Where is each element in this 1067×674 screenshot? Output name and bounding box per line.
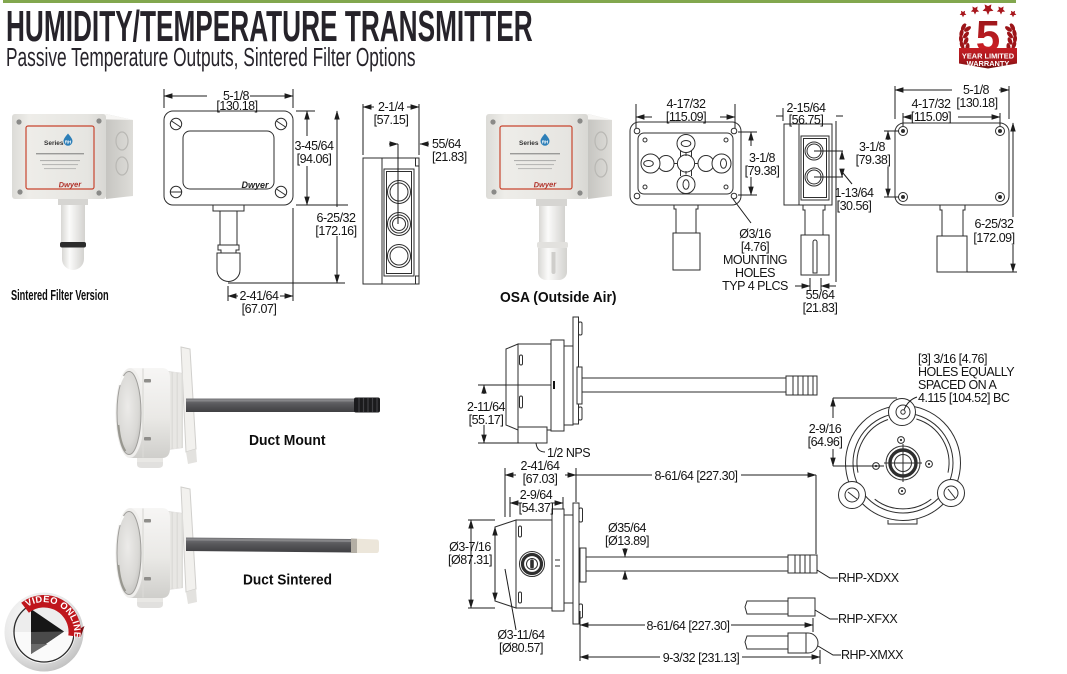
svg-text:Dwyer: Dwyer xyxy=(59,180,83,190)
svg-text:OSA (Outside Air): OSA (Outside Air) xyxy=(500,290,617,306)
svg-text:6-25/32: 6-25/32 xyxy=(975,217,1014,231)
svg-text:HUMIDITY/TEMPERATURE TRANSMITT: HUMIDITY/TEMPERATURE TRANSMITTER xyxy=(6,1,533,51)
svg-text:2-9/16: 2-9/16 xyxy=(809,422,842,436)
svg-text:2-11/64: 2-11/64 xyxy=(467,400,506,414)
svg-text:2-41/64: 2-41/64 xyxy=(240,289,279,303)
svg-text:Sintered Filter Version: Sintered Filter Version xyxy=(11,287,109,304)
svg-text:[3] 3/16 [4.76]: [3] 3/16 [4.76] xyxy=(918,352,987,366)
svg-text:HOLES EQUALLY: HOLES EQUALLY xyxy=(918,365,1015,379)
svg-text:Ø3-11/64: Ø3-11/64 xyxy=(497,628,545,642)
svg-text:Ø35/64: Ø35/64 xyxy=(608,521,647,535)
svg-text:WARRANTY: WARRANTY xyxy=(967,59,1010,68)
svg-text:55/64: 55/64 xyxy=(432,137,461,151)
svg-text:Series: Series xyxy=(519,140,539,147)
svg-text:[79.38]: [79.38] xyxy=(745,164,780,178)
svg-text:[54.37]: [54.37] xyxy=(519,501,554,515)
svg-text:4-17/32: 4-17/32 xyxy=(912,97,951,111)
svg-text:[130.18]: [130.18] xyxy=(216,99,257,113)
svg-text:Duct Mount: Duct Mount xyxy=(249,433,326,449)
svg-text:8-61/64 [227.30]: 8-61/64 [227.30] xyxy=(646,619,729,633)
svg-text:5-1/8: 5-1/8 xyxy=(223,89,250,103)
svg-text:[30.56]: [30.56] xyxy=(837,199,872,213)
svg-text:[Ø87.31]: [Ø87.31] xyxy=(448,553,492,567)
svg-text:YEAR LIMITED: YEAR LIMITED xyxy=(962,52,1015,61)
svg-text:2-15/64: 2-15/64 xyxy=(787,101,826,115)
svg-text:[Ø13.89]: [Ø13.89] xyxy=(605,534,649,548)
svg-text:Series: Series xyxy=(44,140,64,147)
svg-text:[94.06]: [94.06] xyxy=(297,152,332,166)
svg-text:RH: RH xyxy=(542,140,548,145)
svg-text:Ø3-7/16: Ø3-7/16 xyxy=(449,540,491,554)
svg-text:Duct Sintered: Duct Sintered xyxy=(243,571,332,587)
svg-text:5-1/8: 5-1/8 xyxy=(963,83,990,97)
svg-text:[21.83]: [21.83] xyxy=(803,301,838,315)
svg-text:SPACED ON A: SPACED ON A xyxy=(918,378,997,392)
svg-text:3-45/64: 3-45/64 xyxy=(295,139,334,153)
svg-text:[4.76]: [4.76] xyxy=(741,240,769,254)
svg-text:4-17/32: 4-17/32 xyxy=(667,97,706,111)
svg-text:3-1/8: 3-1/8 xyxy=(859,140,886,154)
svg-text:[21.83]: [21.83] xyxy=(432,150,467,164)
svg-text:MOUNTING: MOUNTING xyxy=(723,253,787,267)
svg-text:6-25/32: 6-25/32 xyxy=(317,211,356,225)
svg-text:Dwyer: Dwyer xyxy=(534,180,558,190)
svg-text:[67.07]: [67.07] xyxy=(242,302,277,316)
svg-text:HOLES: HOLES xyxy=(735,266,775,280)
svg-text:1-13/64: 1-13/64 xyxy=(835,186,874,200)
svg-text:1/2 NPS: 1/2 NPS xyxy=(547,446,590,460)
svg-text:[172.09]: [172.09] xyxy=(973,231,1014,245)
svg-text:[55.17]: [55.17] xyxy=(469,413,504,427)
svg-text:2-1/4: 2-1/4 xyxy=(378,100,405,114)
svg-text:Ø3/16: Ø3/16 xyxy=(739,227,771,241)
svg-text:RHP-XDXX: RHP-XDXX xyxy=(838,571,900,585)
svg-text:8-61/64 [227.30]: 8-61/64 [227.30] xyxy=(654,469,737,483)
svg-text:55/64: 55/64 xyxy=(806,288,835,302)
svg-text:RH: RH xyxy=(65,140,71,145)
svg-text:[79.38]: [79.38] xyxy=(856,153,891,167)
svg-text:4.115 [104.52] BC: 4.115 [104.52] BC xyxy=(918,391,1010,405)
svg-text:TYP 4 PLCS: TYP 4 PLCS xyxy=(722,279,788,293)
svg-text:[Ø80.57]: [Ø80.57] xyxy=(499,641,543,655)
svg-text:[115.09]: [115.09] xyxy=(666,110,706,124)
svg-text:[56.75]: [56.75] xyxy=(789,113,824,127)
svg-text:Passive Temperature Outputs, S: Passive Temperature Outputs, Sintered Fi… xyxy=(6,42,415,71)
svg-text:[64.96]: [64.96] xyxy=(808,435,843,449)
svg-text:[172.16]: [172.16] xyxy=(315,224,356,238)
svg-text:[115.09]: [115.09] xyxy=(911,110,951,124)
svg-text:3-1/8: 3-1/8 xyxy=(749,151,776,165)
svg-text:2-9/64: 2-9/64 xyxy=(520,488,553,502)
svg-text:9-3/32 [231.13]: 9-3/32 [231.13] xyxy=(663,651,740,665)
svg-text:[130.18]: [130.18] xyxy=(956,96,997,110)
svg-text:2-41/64: 2-41/64 xyxy=(521,459,560,473)
svg-text:[57.15]: [57.15] xyxy=(374,113,409,127)
svg-text:RHP-XMXX: RHP-XMXX xyxy=(841,648,904,662)
svg-text:RHP-XFXX: RHP-XFXX xyxy=(838,612,898,626)
svg-text:[67.03]: [67.03] xyxy=(523,472,558,486)
svg-text:Dwyer: Dwyer xyxy=(241,180,269,190)
